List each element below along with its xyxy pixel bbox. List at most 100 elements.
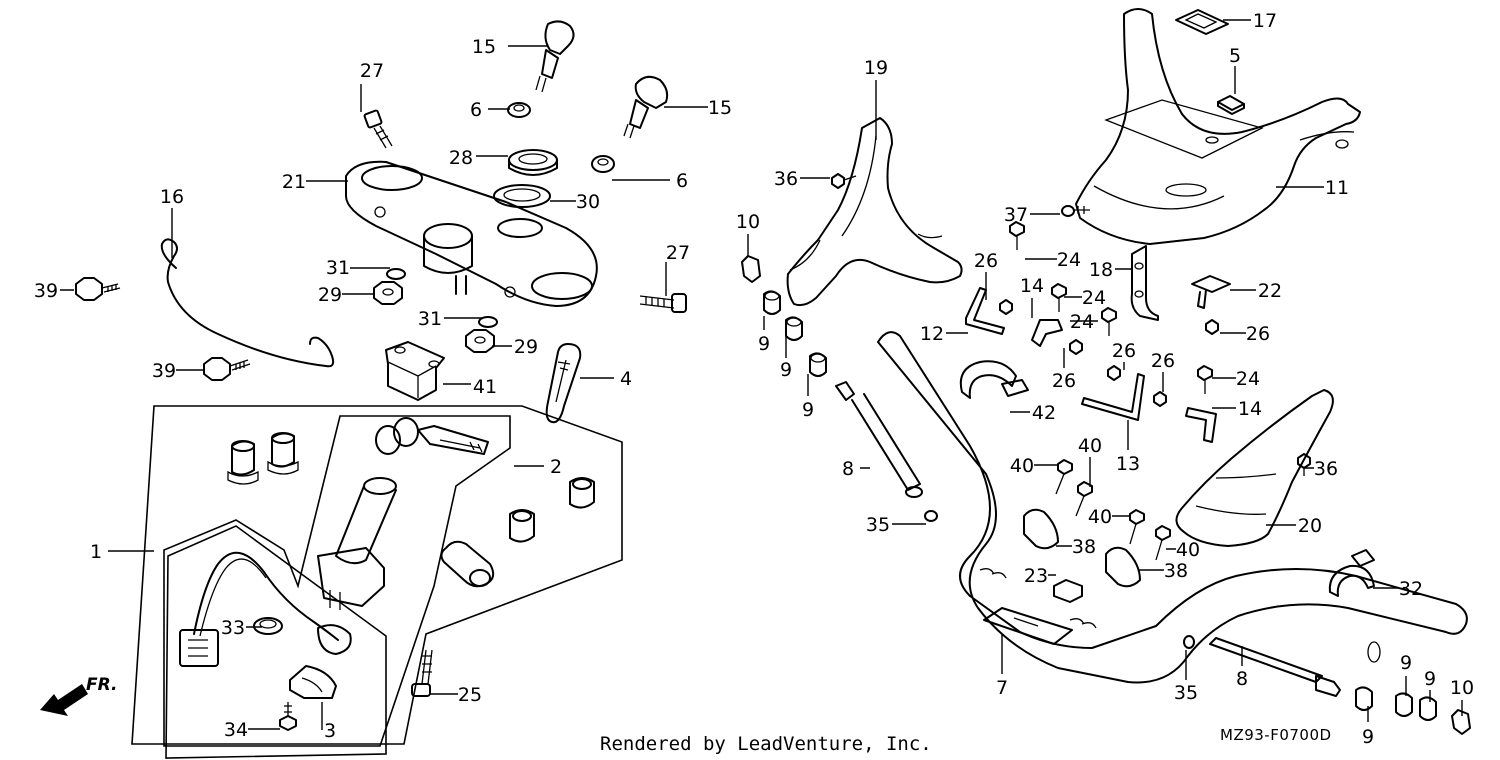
callout-c9c[interactable]: 9 [802,399,814,421]
callout-c9b[interactable]: 9 [780,359,792,381]
callout-c9a[interactable]: 9 [758,333,770,355]
callout-c31b[interactable]: 31 [418,308,442,330]
callout-c39a[interactable]: 39 [34,280,58,302]
part-pinch-bolt-upper[interactable] [535,20,575,93]
part-handlebar[interactable] [877,331,1468,684]
part-washer-31b[interactable] [478,316,498,328]
part-lock-cylinder-a[interactable] [227,440,259,485]
part-screw-37[interactable] [1061,205,1090,217]
callout-c29b[interactable]: 29 [514,336,538,358]
callout-c41[interactable]: 41 [473,376,497,398]
part-bolt-27a[interactable] [363,109,393,149]
callout-c29a[interactable]: 29 [318,284,342,306]
callout-c17[interactable]: 17 [1253,10,1277,32]
part-washer-31a[interactable] [386,268,406,280]
callout-c27b[interactable]: 27 [666,242,690,264]
callout-c24a[interactable]: 24 [1057,249,1081,271]
part-weight-9d[interactable] [1395,692,1413,717]
callout-c6b[interactable]: 6 [676,170,688,192]
callout-c32[interactable]: 32 [1399,578,1423,600]
callout-c33[interactable]: 33 [221,617,245,639]
part-screw-26d[interactable] [1153,391,1167,407]
callout-c8b[interactable]: 8 [1236,668,1248,690]
part-bolt-24c[interactable] [1101,307,1117,336]
callout-c14b[interactable]: 14 [1238,398,1262,420]
callout-c28[interactable]: 28 [449,147,473,169]
part-collar-35a[interactable] [924,510,938,522]
part-stay-14b[interactable] [1185,407,1217,443]
callout-c40a[interactable]: 40 [1078,435,1102,457]
part-screw-34[interactable] [279,702,297,731]
callout-c27a[interactable]: 27 [360,60,384,82]
part-lock-cylinder-b[interactable] [267,432,299,475]
callout-c23[interactable]: 23 [1024,565,1048,587]
callout-c5[interactable]: 5 [1229,45,1241,67]
callout-c7[interactable]: 7 [996,677,1008,699]
part-holder-38a[interactable] [1023,508,1059,550]
part-screw-36a[interactable] [831,173,857,189]
part-weight-9b[interactable] [785,316,803,341]
part-weight-shaft-8b[interactable] [1209,637,1341,697]
part-holder-plate-7[interactable] [983,607,1073,645]
part-nut-29b[interactable] [465,329,495,353]
part-bolt-25[interactable] [411,649,433,697]
callout-c36a[interactable]: 36 [774,168,798,190]
part-upper-cover[interactable] [1075,8,1361,245]
callout-c36b[interactable]: 36 [1314,458,1338,480]
callout-c15a[interactable]: 15 [472,36,496,58]
callout-c38b[interactable]: 38 [1164,560,1188,582]
part-stay-14a[interactable] [1031,319,1063,347]
callout-c31a[interactable]: 31 [326,257,350,279]
part-washer-30[interactable] [493,184,551,208]
part-bracket-18[interactable] [1130,245,1159,321]
callout-c39b[interactable]: 39 [152,360,176,382]
part-lock-cylinder-d[interactable] [509,509,535,543]
callout-c13[interactable]: 13 [1116,453,1140,475]
callout-c21[interactable]: 21 [282,171,306,193]
part-weight-9c[interactable] [809,352,827,377]
part-screw-26b[interactable] [1205,319,1219,335]
callout-c42[interactable]: 42 [1032,402,1056,424]
part-clip-23[interactable] [1053,579,1083,603]
callout-c9f[interactable]: 9 [1362,726,1374,748]
callout-c25[interactable]: 25 [458,684,482,706]
part-stem-nut[interactable] [508,149,558,176]
part-nut-29a[interactable] [373,281,403,305]
callout-c14a[interactable]: 14 [1020,275,1044,297]
part-band-42[interactable] [959,360,1029,399]
part-clip-10b[interactable] [1451,709,1471,735]
callout-c40c[interactable]: 40 [1088,506,1112,528]
callout-c2[interactable]: 2 [550,456,562,478]
part-collar-6b[interactable] [591,155,615,173]
part-screw-26c[interactable] [1107,365,1121,381]
callout-c12[interactable]: 12 [920,323,944,345]
part-screw-36b[interactable] [1297,453,1311,476]
callout-c9d[interactable]: 9 [1400,652,1412,674]
part-top-bridge[interactable] [345,160,598,307]
part-key-cylinder-bracket[interactable] [385,341,445,401]
part-collar-6a[interactable] [507,102,531,118]
part-key-tag[interactable] [545,343,582,424]
callout-c6a[interactable]: 6 [470,99,482,121]
part-holder-38b[interactable] [1105,546,1141,588]
part-bolt-24d[interactable] [1197,365,1213,394]
part-stay-13[interactable] [1081,373,1145,421]
callout-c26e[interactable]: 26 [1052,370,1076,392]
part-collar-35b[interactable] [1183,635,1195,649]
part-screw-26e[interactable] [1069,339,1083,355]
part-lock-cylinder-e[interactable] [440,540,495,588]
part-stay-22[interactable] [1191,275,1231,309]
callout-c10a[interactable]: 10 [736,211,760,233]
part-bolt-40c[interactable] [1129,509,1145,545]
part-left-cover[interactable] [786,117,963,307]
callout-c22[interactable]: 22 [1258,280,1282,302]
callout-c26b[interactable]: 26 [1246,323,1270,345]
part-cushion-5[interactable] [1217,95,1245,115]
part-wire-harness[interactable] [179,551,352,667]
callout-c4[interactable]: 4 [620,368,632,390]
part-harness-clamp[interactable] [289,665,337,699]
part-wire-stay[interactable] [160,238,335,368]
callout-c11[interactable]: 11 [1325,177,1349,199]
callout-c20[interactable]: 20 [1298,515,1322,537]
callout-c26a[interactable]: 26 [974,250,998,272]
